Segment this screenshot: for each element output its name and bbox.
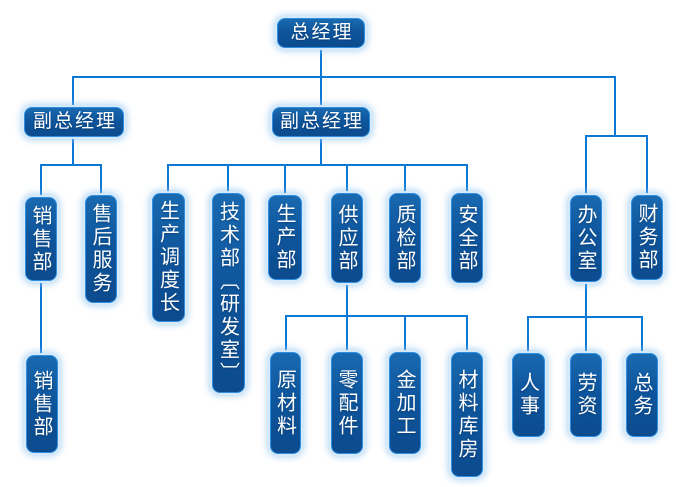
org-node-spare-parts: 零配件 — [331, 352, 363, 454]
connector-line — [320, 137, 322, 166]
connector-line — [404, 315, 406, 352]
org-node-office: 办公室 — [570, 195, 602, 282]
org-node-general-affairs: 总务 — [626, 353, 658, 437]
connector-line — [585, 282, 587, 316]
connector-line — [641, 316, 643, 353]
org-node-after-sales-service: 售后服务 — [85, 195, 117, 303]
org-node-sales-dept: 销售部 — [25, 197, 57, 281]
org-node-safety-dept: 安全部 — [451, 193, 483, 283]
connector-line — [466, 315, 468, 352]
org-node-tech-dept-rd-room: 技术部〔研发室〕 — [212, 193, 245, 393]
connector-line — [285, 315, 468, 317]
connector-line — [227, 164, 229, 193]
connector-line — [346, 283, 348, 315]
connector-line — [41, 164, 102, 166]
connector-line — [346, 164, 348, 193]
org-node-supply-dept: 供应部 — [331, 193, 363, 283]
org-node-quality-dept: 质检部 — [389, 193, 421, 283]
connector-line — [585, 135, 587, 195]
org-node-production-dept: 生产部 — [268, 195, 302, 280]
connector-line — [527, 316, 529, 353]
connector-line — [404, 164, 406, 193]
org-node-metal-processing: 金加工 — [389, 352, 421, 454]
org-node-personnel: 人事 — [512, 353, 545, 437]
connector-line — [40, 164, 42, 197]
org-node-deputy-gm-center: 副总经理 — [272, 107, 370, 137]
connector-line — [167, 164, 468, 166]
connector-line — [586, 135, 648, 137]
connector-line — [72, 76, 74, 107]
connector-line — [167, 164, 169, 193]
org-node-deputy-gm-left: 副总经理 — [24, 107, 124, 137]
connector-line — [72, 137, 74, 166]
connector-line — [585, 316, 587, 353]
connector-line — [466, 164, 468, 193]
connector-line — [40, 281, 42, 355]
org-node-sales-dept-sub: 销售部 — [26, 355, 58, 453]
connector-line — [100, 164, 102, 195]
org-node-general-manager: 总经理 — [277, 18, 365, 48]
connector-line — [284, 164, 286, 195]
connector-line — [285, 315, 287, 352]
connector-line — [646, 135, 648, 195]
connector-line — [73, 76, 616, 78]
org-node-raw-materials: 原材料 — [270, 352, 301, 454]
org-node-production-dispatcher: 生产调度长 — [152, 193, 185, 322]
org-node-material-warehouse: 材料库房 — [451, 352, 483, 477]
org-node-labor-wages: 劳资 — [570, 353, 602, 437]
connector-line — [346, 315, 348, 352]
org-node-finance-dept: 财务部 — [631, 195, 663, 280]
connector-line — [614, 76, 616, 137]
